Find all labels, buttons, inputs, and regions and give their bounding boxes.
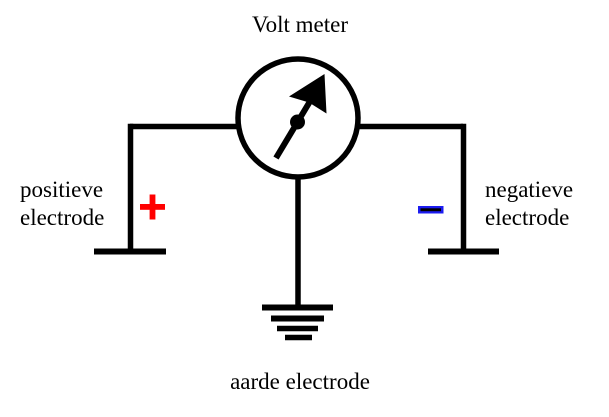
positive-electrode-label-line1: positieve [20, 177, 104, 202]
voltmeter-title-label: Volt meter [251, 12, 349, 37]
earth-ground-icon [262, 304, 333, 341]
negative-electrode-label: negatieve electrode [485, 176, 573, 232]
needle-pivot-dot [290, 114, 305, 130]
plus-sign-icon [140, 194, 165, 220]
negative-electrode-label-line2: electrode [485, 205, 570, 230]
minus-inner-core [420, 208, 441, 212]
negative-electrode-label-line1: negatieve [485, 177, 574, 202]
minus-sign-icon [418, 206, 444, 214]
positive-electrode-label-line2: electrode [20, 205, 105, 230]
needle-arrowhead-icon [289, 74, 327, 114]
voltmeter-dial [235, 56, 361, 180]
positive-electrode-label: positieve electrode [20, 176, 104, 232]
plus-vertical-bar [149, 194, 156, 220]
wires [127, 123, 467, 308]
ground-electrode-label: aarde electrode [230, 369, 370, 394]
